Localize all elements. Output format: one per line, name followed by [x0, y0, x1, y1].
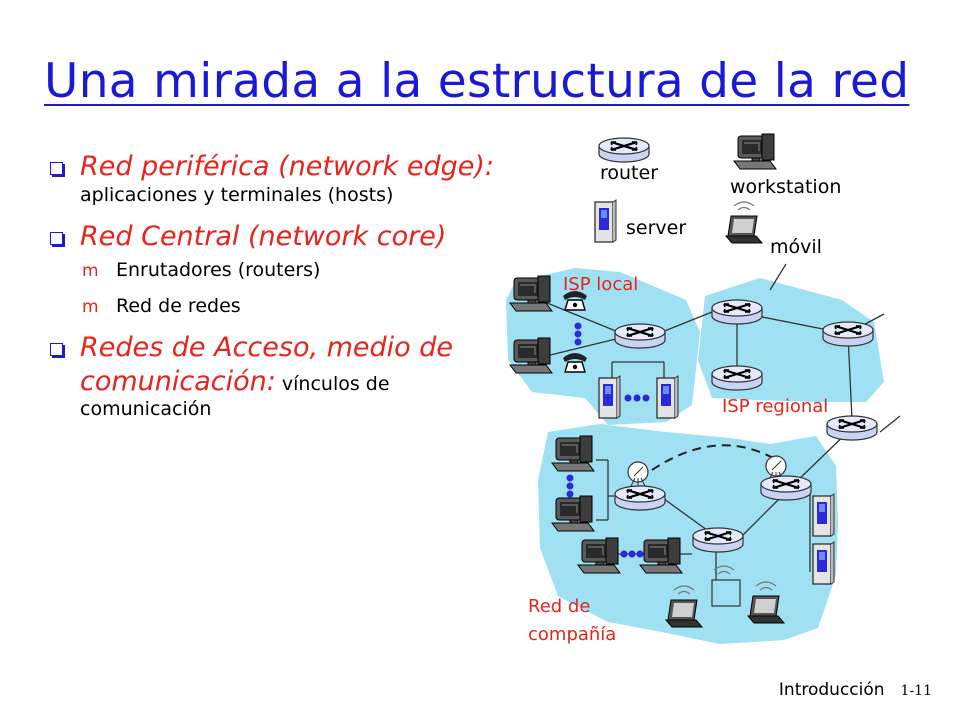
sub-bullet-routers: m Enrutadores (routers) — [80, 259, 504, 283]
legend-router-icon — [597, 136, 651, 164]
bullet-text: vínculos de comunicación — [80, 372, 390, 421]
company-network-cloud — [538, 424, 838, 644]
legend-router-label: router — [600, 162, 659, 184]
company-router-icon — [691, 526, 745, 554]
legend-server-icon — [594, 199, 617, 243]
sub-bullet-icon: m — [82, 297, 99, 317]
isp-regional-router-icon — [710, 364, 764, 392]
bullet-highlight: Red Central (network core) — [80, 220, 447, 252]
isp-local-server-icon — [656, 375, 679, 419]
sub-bullet-text: Enrutadores (routers) — [116, 259, 321, 282]
bullet-list: Red periférica (network edge): aplicacio… — [44, 150, 504, 434]
company-workstation-icon — [551, 495, 595, 532]
company-router-icon — [613, 484, 667, 512]
bullet-text: aplicaciones y terminales (hosts) — [80, 183, 394, 206]
company-router-icon — [759, 474, 813, 502]
legend-server-label: server — [626, 217, 687, 239]
isp-regional-label: ISP regional — [722, 396, 829, 417]
legend-workstation-label: workstation — [730, 176, 842, 198]
bullet-network-edge: Red periférica (network edge): aplicacio… — [44, 150, 504, 208]
company-server-icon — [812, 493, 835, 537]
legend-mobile-label: móvil — [770, 236, 822, 258]
access-point-icon — [711, 565, 741, 607]
sub-bullet-text: Red de redes — [116, 295, 241, 317]
isp-local-cloud — [506, 268, 700, 425]
company-workstation-icon — [551, 435, 595, 472]
ellipsis-dots-icon — [620, 550, 644, 558]
isp-local-router-icon — [613, 322, 667, 350]
ellipsis-dots-icon — [566, 474, 574, 498]
bullet-access-networks: Redes de Acceso, medio de comunicación: … — [44, 331, 504, 422]
bullet-network-core: Red Central (network core) m Enrutadores … — [44, 220, 504, 319]
sub-bullet-network-of-networks: m Red de redes — [80, 295, 504, 319]
company-workstation-icon — [577, 537, 621, 574]
isp-local-workstation-icon — [509, 275, 553, 312]
isp-local-workstation-icon — [509, 337, 553, 374]
isp-regional-router-icon — [825, 414, 879, 442]
wireless-link — [651, 444, 781, 471]
legend-workstation-icon — [733, 133, 777, 170]
sub-bullet-icon: m — [82, 261, 99, 282]
isp-regional-router-icon — [710, 298, 764, 326]
bullet-highlight: Red periférica (network edge): — [80, 151, 495, 182]
square-bullet-icon — [50, 162, 63, 175]
page-number: 1-11 — [900, 683, 932, 699]
footer-section: Introducción — [778, 680, 885, 700]
company-network-label-line1: Red de — [528, 596, 591, 617]
ellipsis-dots-icon — [574, 322, 582, 346]
legend-mobile-icon — [725, 201, 763, 244]
company-server-icon — [812, 541, 835, 585]
isp-local-label: ISP local — [563, 274, 639, 295]
isp-local-server-icon — [598, 375, 621, 419]
square-bullet-icon — [50, 231, 63, 245]
company-workstation-icon — [639, 537, 683, 574]
slide-title: Una mirada a la estructura de la red — [44, 54, 910, 109]
bullet-highlight: Redes de Acceso, medio de comunicación: — [80, 331, 454, 397]
isp-regional-router-icon — [821, 320, 875, 348]
square-bullet-icon — [50, 342, 63, 356]
company-network-label-line2: compañía — [528, 624, 617, 645]
ellipsis-dots-icon — [624, 394, 650, 402]
slide-footer: Introducción 1-11 — [779, 680, 932, 700]
